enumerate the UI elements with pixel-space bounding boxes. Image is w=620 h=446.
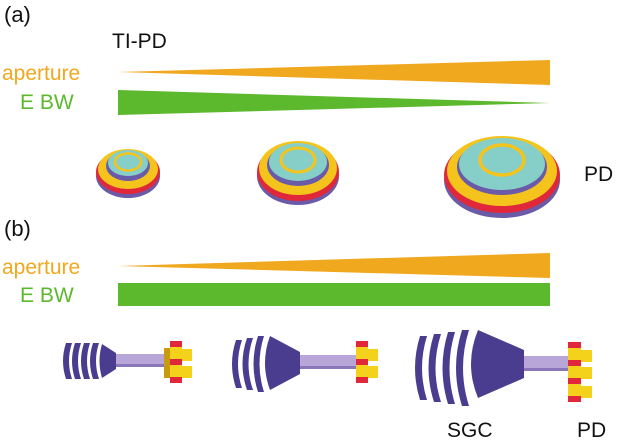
panel-a-device-label: PD <box>584 163 613 186</box>
panel-a-aperture-wedge <box>118 60 550 85</box>
panel-b-label: (b) <box>4 216 31 241</box>
panel-a-aperture-label: aperture <box>2 62 80 85</box>
photodiode-small <box>96 149 160 198</box>
panel-b-ebw-label: E BW <box>20 284 74 307</box>
grating-coupler-device-small <box>63 341 192 383</box>
panel-b-ebw-bar <box>118 283 550 306</box>
panel-a-title: TI-PD <box>112 30 167 53</box>
panel-b-aperture-wedge <box>118 253 550 278</box>
photodiode-medium <box>257 141 339 205</box>
panel-a-ebw-wedge <box>118 90 550 115</box>
panel-a-label: (a) <box>4 2 31 27</box>
panel-b-grating-label: SGC <box>447 419 493 442</box>
grating-coupler-device-medium <box>232 336 378 392</box>
panel-b-aperture-label: aperture <box>2 256 80 279</box>
panel-a-ebw-label: E BW <box>20 91 74 114</box>
photodiode-large <box>444 136 560 218</box>
grating-coupler-device-large <box>415 330 592 406</box>
panel-b-device-label: PD <box>577 419 606 442</box>
